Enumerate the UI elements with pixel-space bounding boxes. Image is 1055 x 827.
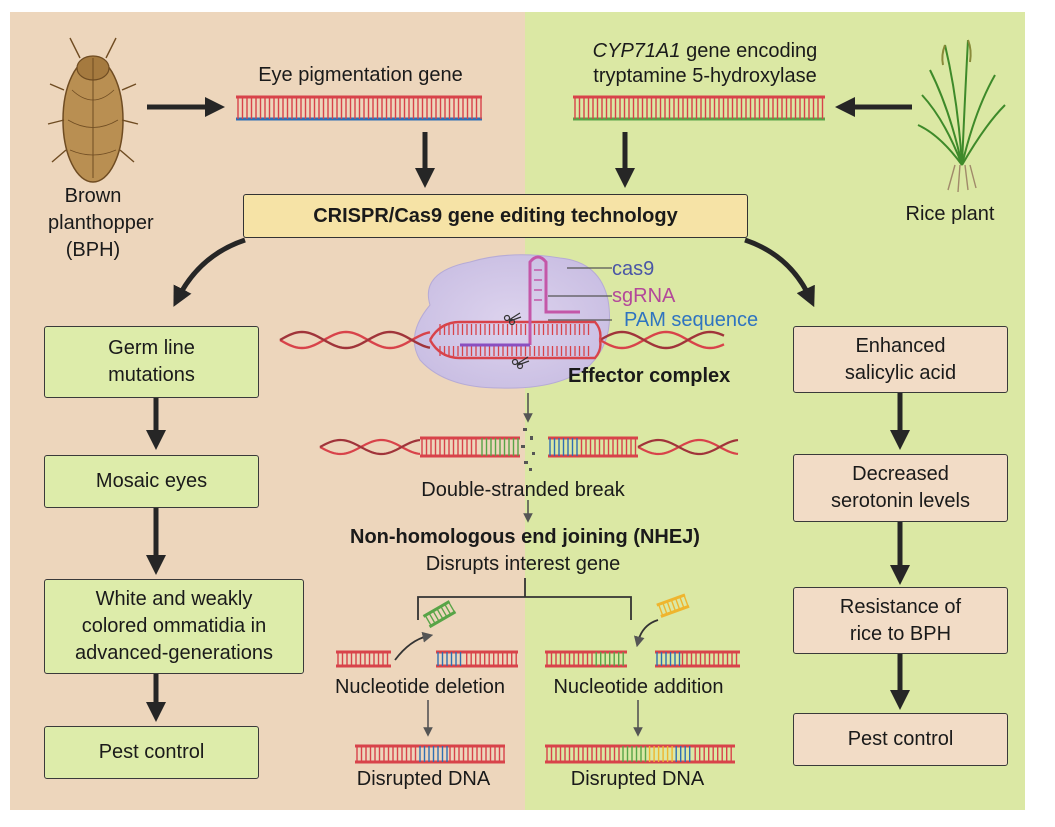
added-fragment: [656, 593, 690, 618]
planthopper-icon: [47, 37, 139, 183]
nhej-title: Non-homologous end joining (NHEJ): [350, 526, 700, 548]
pam-sequence-label: PAM sequence: [624, 309, 759, 331]
cyp71a1-dna-icon: [573, 95, 825, 121]
sgrna-label: sgRNA: [612, 285, 676, 307]
cyp-gene-label-line1: CYP71A1 gene encoding: [592, 40, 818, 62]
disrupted-dna-left-label: Disrupted DNA: [356, 768, 491, 790]
effector-complex-label: Effector complex: [568, 365, 731, 387]
decreased-serotonin-box: Decreased serotonin levels: [793, 454, 1008, 522]
rice-plant-icon: [917, 39, 1006, 193]
germ-line-mutations-box: Germ line mutations: [44, 326, 259, 398]
cas9-label: cas9: [612, 258, 655, 280]
nhej-dna-strands: [336, 650, 740, 764]
rice-panel-background: [525, 12, 1025, 810]
nucleotide-deletion-label: Nucleotide deletion: [334, 676, 506, 698]
bph-label: Brown planthopper (BPH): [48, 185, 154, 261]
rice-label: Rice plant: [905, 203, 995, 225]
eye-gene-label: Eye pigmentation gene: [258, 64, 463, 86]
mosaic-eyes-box: Mosaic eyes: [44, 455, 259, 508]
crispr-cas9-box: CRISPR/Cas9 gene editing technology: [243, 194, 748, 238]
cyp-gene-label-line2: tryptamine 5-hydroxylase: [593, 65, 817, 87]
double-stranded-break-dna: [319, 436, 739, 458]
disrupted-dna-right-label: Disrupted DNA: [570, 768, 705, 790]
nucleotide-addition-label: Nucleotide addition: [553, 676, 724, 698]
sgrna-structure: [460, 255, 580, 347]
pest-control-right-box: Pest control: [793, 713, 1008, 766]
enhanced-salicylic-acid-box: Enhanced salicylic acid: [793, 326, 1008, 393]
ommatidia-box: White and weakly colored ommatidia in ad…: [44, 579, 304, 674]
resistance-box: Resistance of rice to BPH: [793, 587, 1008, 654]
target-dna-helix: [279, 320, 725, 360]
double-strand-break-label: Double-stranded break: [421, 479, 625, 501]
eye-pigmentation-dna-icon: [236, 95, 482, 121]
nhej-subtitle: Disrupts interest gene: [425, 553, 621, 575]
pest-control-left-box: Pest control: [44, 726, 259, 779]
break-debris: [521, 428, 535, 471]
scissors-icon: [503, 312, 530, 370]
deleted-fragment: [422, 600, 457, 629]
